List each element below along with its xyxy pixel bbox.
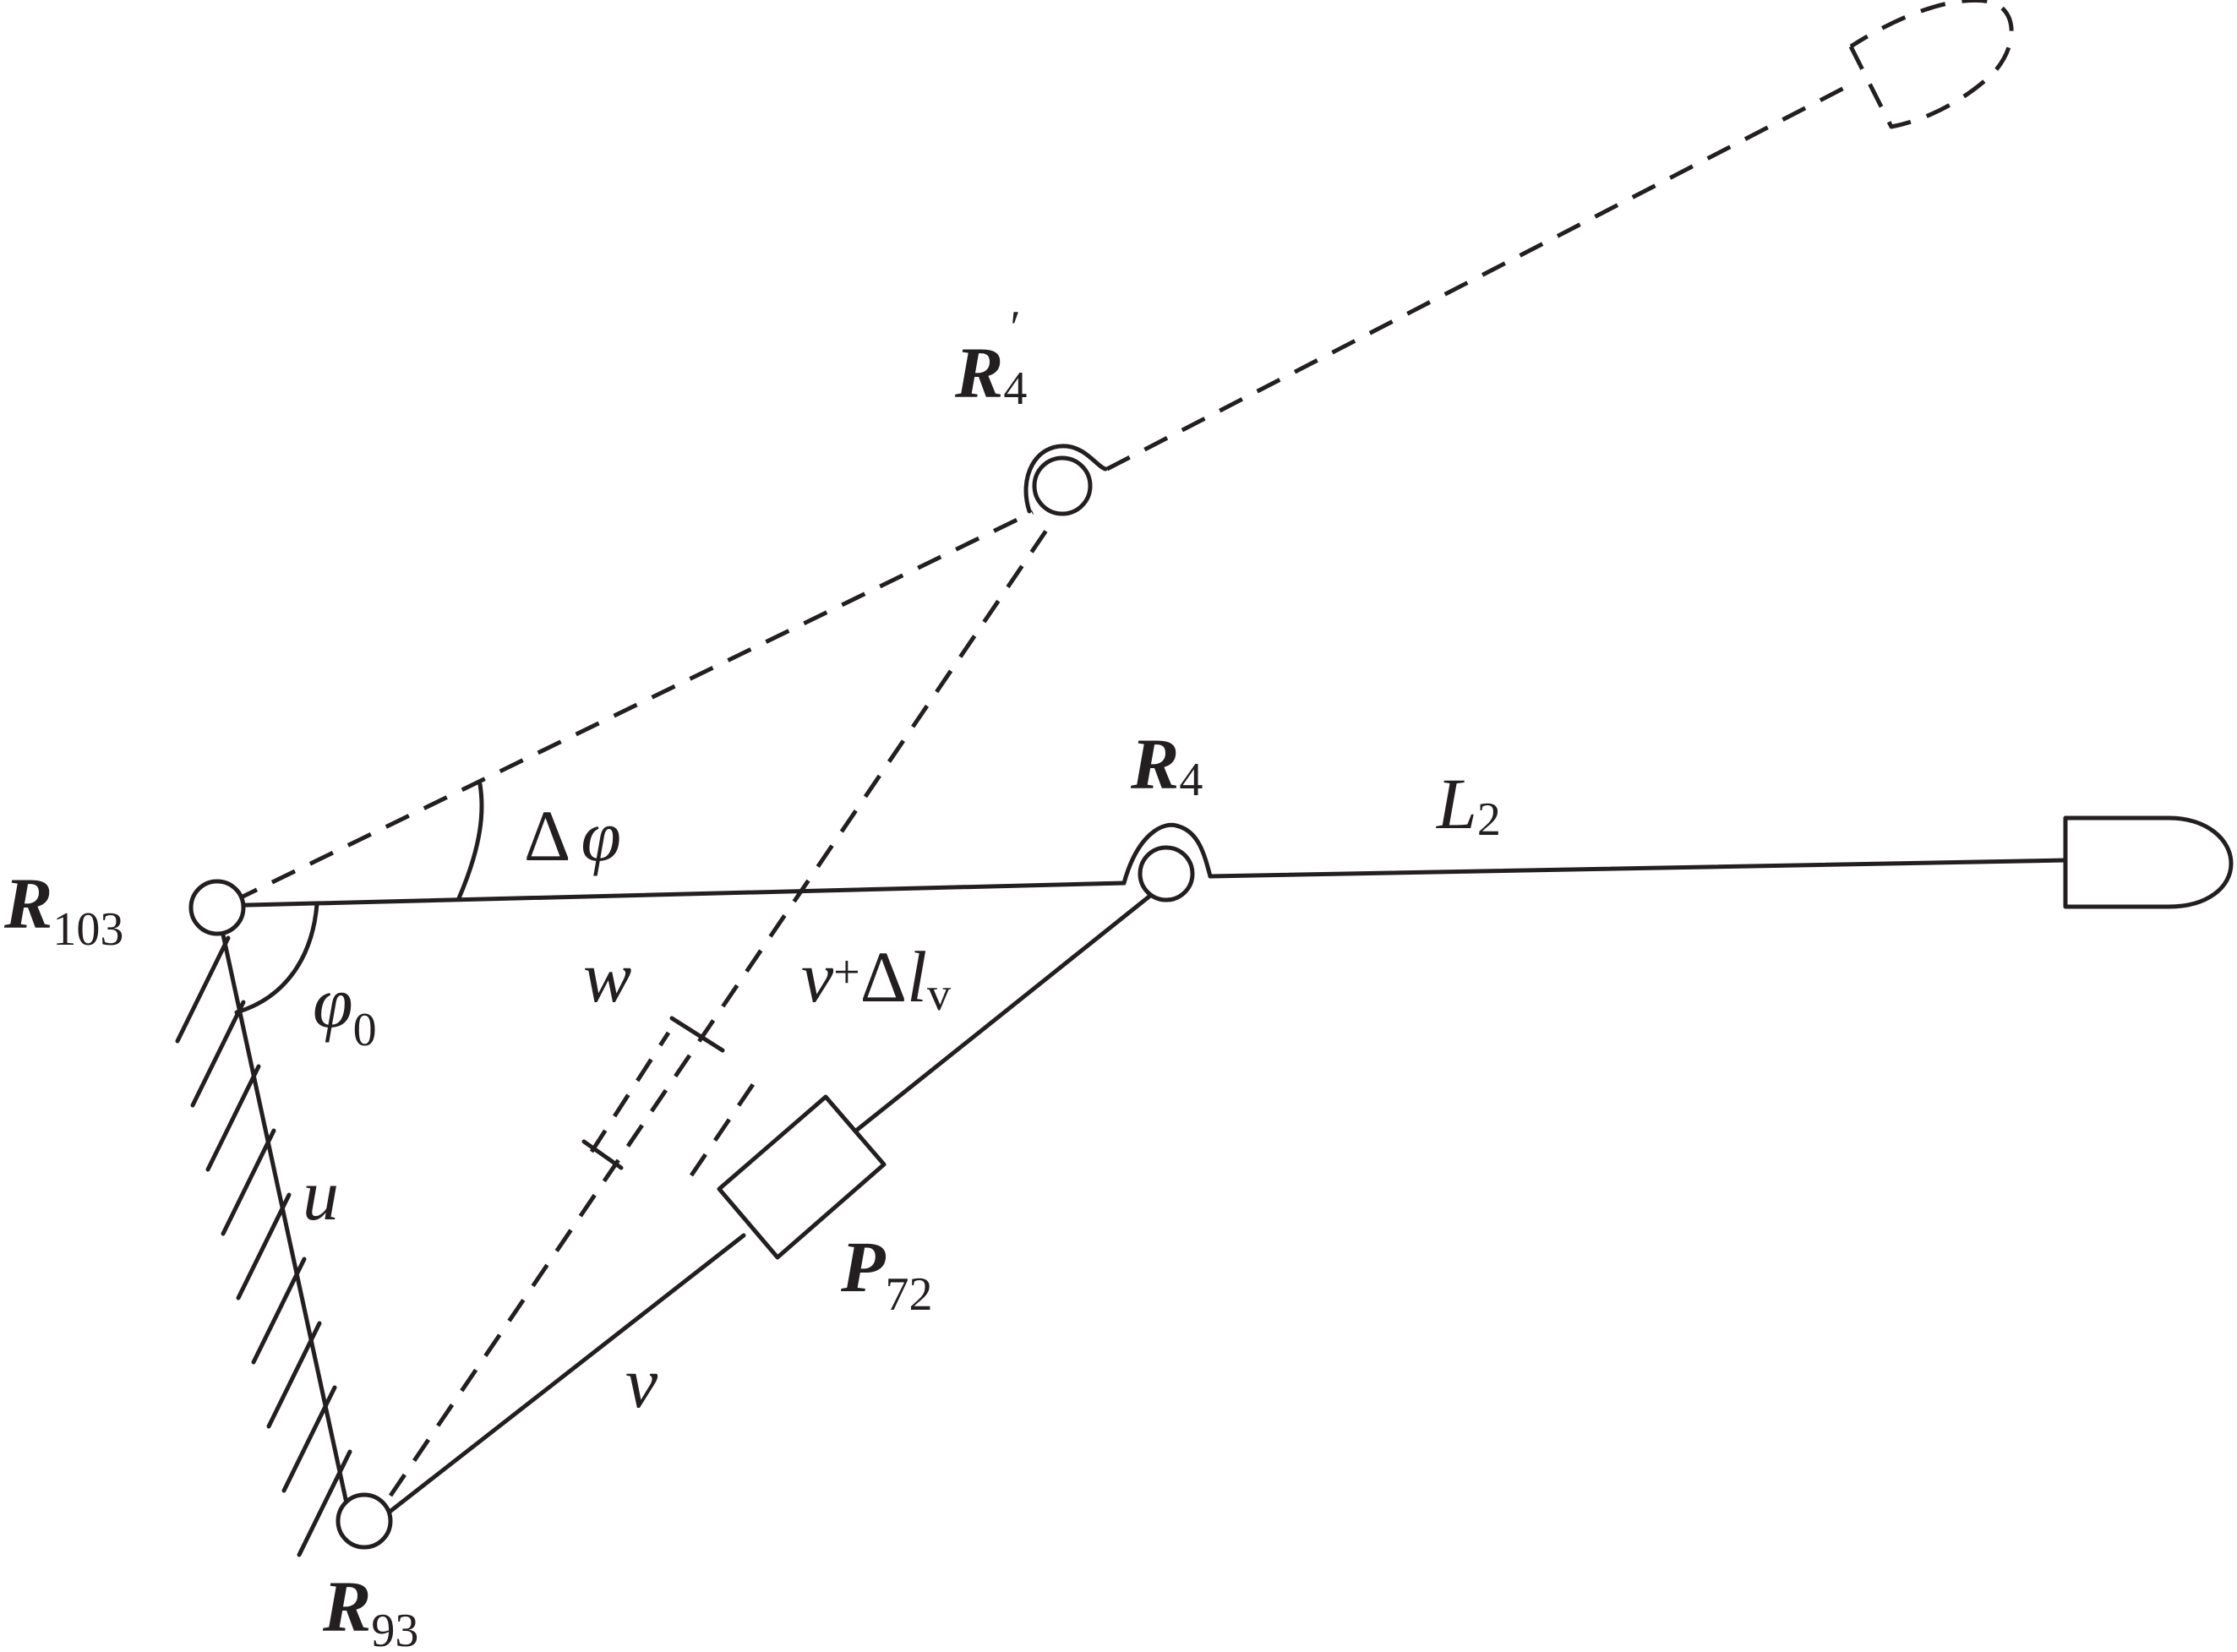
boom-rotated [232, 510, 1034, 903]
joint-r4 [1138, 845, 1195, 902]
diagonal-w [388, 516, 1057, 1497]
joint-r103 [188, 879, 246, 936]
label-r4prime: R4′ [954, 302, 1027, 415]
cylinder-rod-upper [854, 883, 1165, 1133]
label-r103: R103 [3, 863, 123, 956]
boom-link-l2 [1208, 858, 2068, 879]
label-u: u [303, 1154, 339, 1235]
cylinder-rotated [581, 1016, 763, 1177]
label-phi0: φ0 [313, 962, 377, 1056]
r4prime-hinge-bracket [1023, 444, 1108, 514]
joint-r93 [336, 1492, 393, 1550]
end-effector [2063, 815, 2234, 909]
label-r4: R4 [1130, 723, 1203, 806]
boom-initial [213, 881, 1127, 908]
r4-hinge-bracket [1121, 822, 1213, 886]
cylinder-rod-lower [375, 1233, 746, 1524]
cylinder-p72 [717, 1094, 887, 1260]
angle-arc-phi0 [234, 902, 319, 1015]
label-l2: L2 [1435, 763, 1501, 846]
end-effector-rotated [1848, 0, 2014, 129]
boom-rotated-outer [1105, 82, 1852, 472]
label-v: v [625, 1342, 658, 1423]
label-p72: P72 [840, 1226, 933, 1321]
label-r93: R93 [322, 1566, 418, 1652]
angle-arc-delta-phi [456, 782, 484, 901]
label-v-plus-delta-lv: v+Δlv [801, 936, 951, 1021]
label-w: w [583, 936, 631, 1017]
joint-r4prime [1032, 455, 1093, 516]
